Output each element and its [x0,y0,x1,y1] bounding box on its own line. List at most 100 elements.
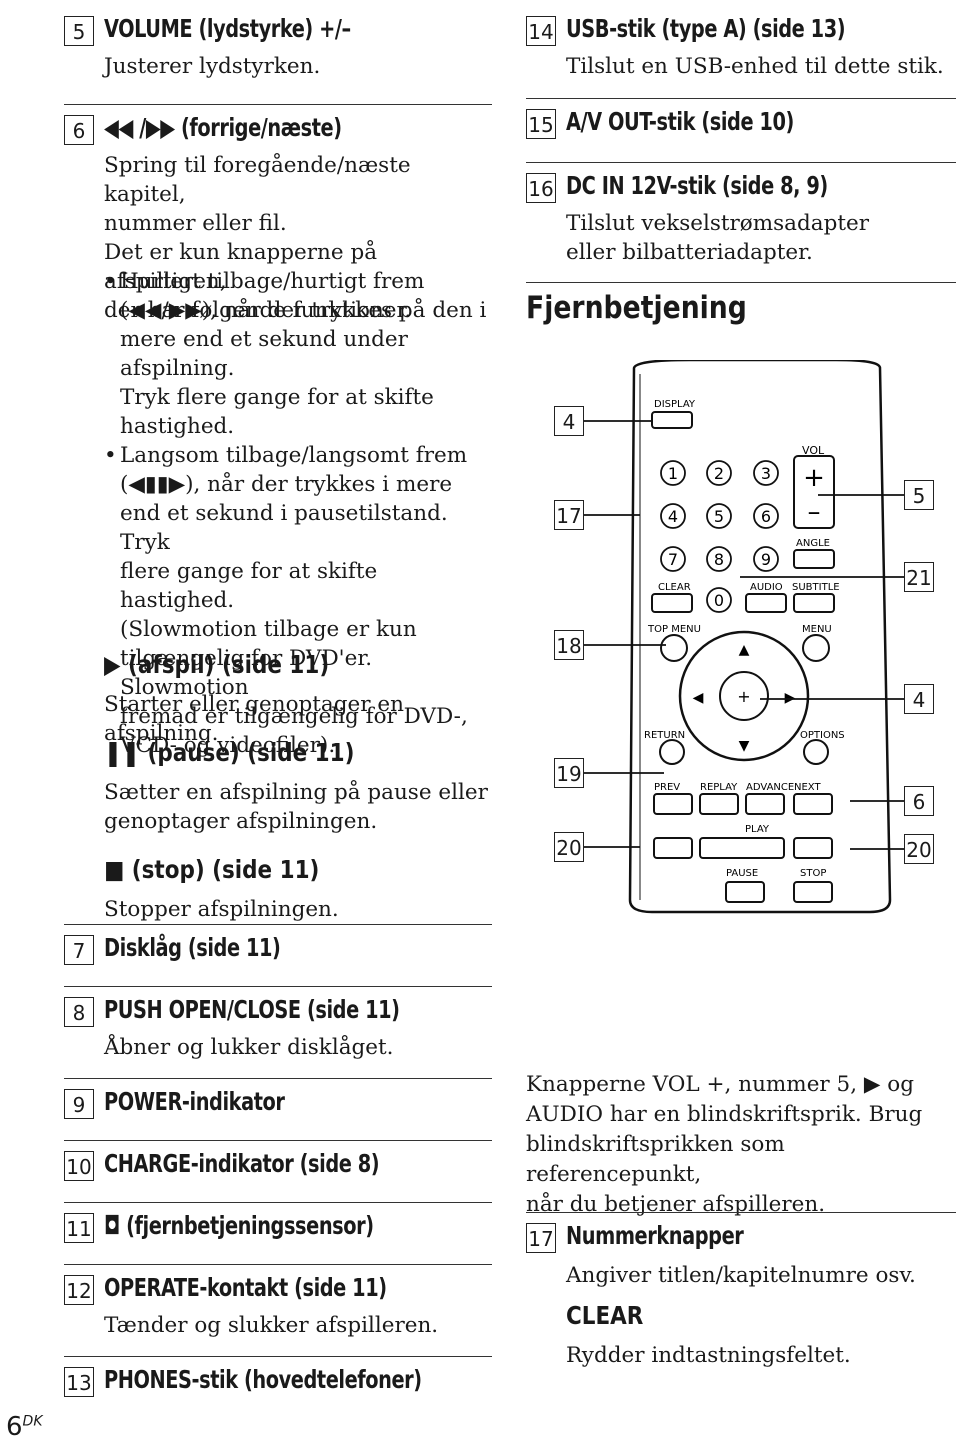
stop-label: STOP [800,868,826,879]
sub-heading: ■ (stop) (side 11) [104,855,320,884]
audio-button [745,593,787,613]
digit-button-2 [706,460,732,486]
return-button [659,739,685,765]
left-item-12: 12 OPERATE-kontakt (side 11) Tænder og slu… [64,1264,492,1338]
description-line: Sætter en afspilning på pause eller [104,780,488,805]
sub-heading: CLEAR [566,1301,644,1330]
advance-button [745,793,785,815]
description-line: nummer eller fil. [104,211,287,236]
vol-minus-label: – [808,497,821,527]
callout-left-18: 18 [554,630,584,660]
callout-right-5: 5 [904,480,934,510]
prev-label: PREV [654,782,680,793]
digit-label: 6 [761,507,771,526]
item-heading: PHONES-stik (hovedtelefoner) [104,1365,422,1394]
digit-button-9 [753,546,779,572]
callout-left-19: 19 [554,758,584,788]
digit-button-8 [706,546,732,572]
sub-description: Stopper afspilningen. [104,895,339,924]
description-line: Spring til foregående/næste kapitel, [104,153,411,207]
bullet-line: flere gange for at skifte hastighed. [120,559,378,613]
left-item-13: 13 PHONES-stik (hovedtelefoner) [64,1356,492,1397]
left-item-10: 10 CHARGE-indikator (side 8) [64,1140,492,1181]
clear-button [651,593,693,613]
bullet-line: Tryk flere gange for at skifte [120,385,434,410]
right-arrow: ▶ [785,690,796,706]
bullet-line: (◀◀/▶▶), når der trykkes på den i [120,298,487,323]
bullet-line: (Slowmotion tilbage er kun [120,617,417,642]
item-heading: ◘ (fjernbetjeningssensor) [104,1211,374,1240]
digit-label: 9 [761,550,771,569]
prev-button [653,793,693,815]
item-number: 17 [526,1223,556,1253]
item-number: 10 [64,1151,94,1181]
item-heading: CHARGE-indikator (side 8) [104,1149,380,1178]
item-heading: VOLUME (lydstyrke) +/– [104,14,351,43]
sub-heading: ▶ (afspil) (side 11) [104,650,330,679]
options-button [803,739,829,765]
digit-label: 3 [761,464,771,483]
digit-button-5 [706,503,732,529]
next-button [793,793,833,815]
return-label: RETURN [644,730,685,741]
forward-button [793,837,833,859]
pause-button [725,881,765,903]
play-button [699,837,785,859]
menu-label: MENU [802,624,832,635]
bullet-line: VCD- og videofiler). [120,733,336,758]
callout-left-17: 17 [554,500,584,530]
item-heading: PUSH OPEN/CLOSE (side 11) [104,995,400,1024]
item-number: 16 [526,173,556,203]
stop-button [793,881,833,903]
section-title: Fjernbetjening [526,290,747,326]
item-heading: OPERATE-kontakt (side 11) [104,1273,387,1302]
digit-button-1 [660,460,686,486]
angle-button [793,549,835,569]
item-number: 15 [526,109,556,139]
left-item-11: 11 ◘ (fjernbetjeningssensor) [64,1202,492,1243]
display-label: DISPLAY [654,399,696,410]
item-heading: A/V OUT-stik (side 10) [566,107,794,136]
description-line: Stopper afspilningen. [104,897,339,922]
item-number: 11 [64,1213,94,1243]
description-line: Tilslut vekselstrømsadapter [566,211,869,236]
item-17: 17 Nummerknapper Angiver titlen/kapiteln… [526,1212,956,1368]
braille-line: blindskriftsprikken som referencepunkt, [526,1132,785,1187]
callout-right-4: 4 [904,684,934,714]
item-number: 12 [64,1275,94,1305]
play-label: PLAY [745,824,770,835]
top-menu-button [660,634,688,662]
divider [526,282,956,283]
callout-right-6: 6 [904,786,934,816]
vol-label: VOL [802,444,825,457]
bullet-line: mere end et sekund under afspilning. [120,327,408,381]
enter-symbol: + [737,687,750,706]
digit-label: 0 [714,591,724,610]
bullet-line: Hurtigt tilbage/hurtigt frem [120,269,425,294]
digit-label: 7 [668,550,678,569]
right-item-16: 16 DC IN 12V-stik (side 8, 9) Tilslut veks… [526,162,956,265]
right-item-15: 15 A/V OUT-stik (side 10) [526,98,956,139]
item-heading: Nummerknapper [566,1221,744,1250]
options-label: OPTIONS [800,730,845,741]
item-number: 6 [64,115,94,145]
description-line: Åbner og lukker disklåget. [104,1035,394,1060]
item-description: Tænder og slukker afspilleren. [104,1311,438,1340]
digit-button-4 [660,503,686,529]
item-heading: DC IN 12V-stik (side 8, 9) [566,171,828,200]
digit-button-7 [660,546,686,572]
audio-label: AUDIO [750,582,783,593]
next-label: NEXT [794,782,821,793]
item-heading: ◀◀ /▶▶ (forrige/næste) [104,113,342,142]
item-heading: POWER-indikator [104,1087,285,1116]
description-line: Justerer lydstyrken. [104,54,321,79]
item-heading: USB-stik (type A) (side 13) [566,14,846,43]
item-number: 13 [64,1367,94,1397]
item-description: Tilslut en USB-enhed til dette stik. [566,52,944,81]
digit-button-3 [753,460,779,486]
